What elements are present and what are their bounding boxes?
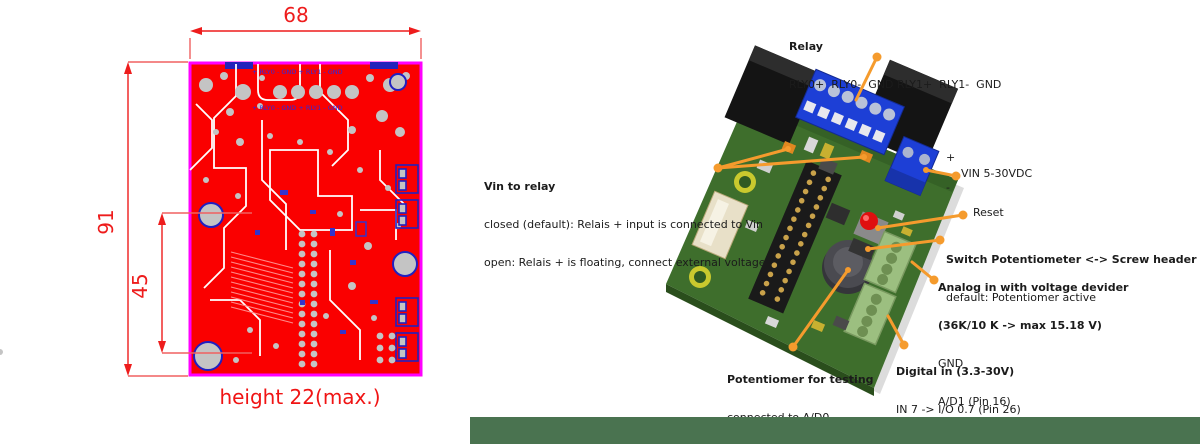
vin-minus: -: [946, 181, 950, 194]
svg-text:+ RLY0 - GND + RLY1 - GN: + RLY0 - GND + RLY1 - GND: [252, 104, 343, 112]
pcb-silkscreen: + RLY0 - GND + RLY1 - GND + RLY0 - GND +…: [252, 68, 378, 334]
dim-inner-value: 45: [128, 273, 152, 298]
ffc-connector: [691, 190, 749, 260]
reset-callout: Reset: [973, 206, 1004, 219]
dimension-inner: 45: [128, 212, 252, 354]
pcb-layout-drawing: + RLY0 - GND + RLY1 - GND + RLY0 - GND +…: [0, 3, 423, 409]
dimension-height: 91: [94, 61, 188, 377]
vin-title: VIN 5-30VDC: [961, 167, 1033, 180]
pot-header-switch: [848, 237, 876, 261]
dim-height-value: 91: [94, 209, 118, 234]
pin-header: [748, 160, 842, 314]
digital-terminal: [843, 282, 897, 346]
board-mounting-holes: [689, 171, 756, 288]
vin-screw-terminal: [884, 135, 940, 197]
reset-button: [853, 211, 889, 245]
relay-title: Relay: [789, 40, 823, 54]
relay-screw-terminal: [795, 68, 905, 156]
dim-width-value: 68: [283, 3, 308, 27]
switch-pot-callout: Switch Potentiometer <-> Screw header de…: [946, 253, 1197, 304]
pcb-traces: [189, 64, 405, 360]
vin-to-relay-title: Vin to relay: [484, 180, 556, 194]
vin-to-relay-callout: Vin to relay closed (default): Relais + …: [484, 180, 766, 269]
height-note: height 22(max.): [219, 385, 380, 409]
pcb-edge-connectors: [376, 164, 419, 364]
pcb-mounting-holes: [193, 73, 418, 371]
small-components: [744, 136, 913, 333]
footer-bar: [470, 417, 1200, 444]
relay-block-left: [724, 45, 820, 145]
dimension-width: 68: [189, 3, 422, 59]
relay-pins: RLY0+ RLY0- GND RLY1+ RLY1- GND: [789, 77, 1002, 91]
callout-lines: [713, 52, 968, 352]
relay-callout: Relay RLY0+ RLY0- GND RLY1+ RLY1- GND: [789, 16, 1001, 117]
svg-text:+ RLY0 - GND + RLY1 - GN: + RLY0 - GND + RLY1 - GND: [252, 68, 343, 76]
pcb-trace-fan: [230, 251, 294, 324]
vin-plus: +: [946, 151, 956, 164]
